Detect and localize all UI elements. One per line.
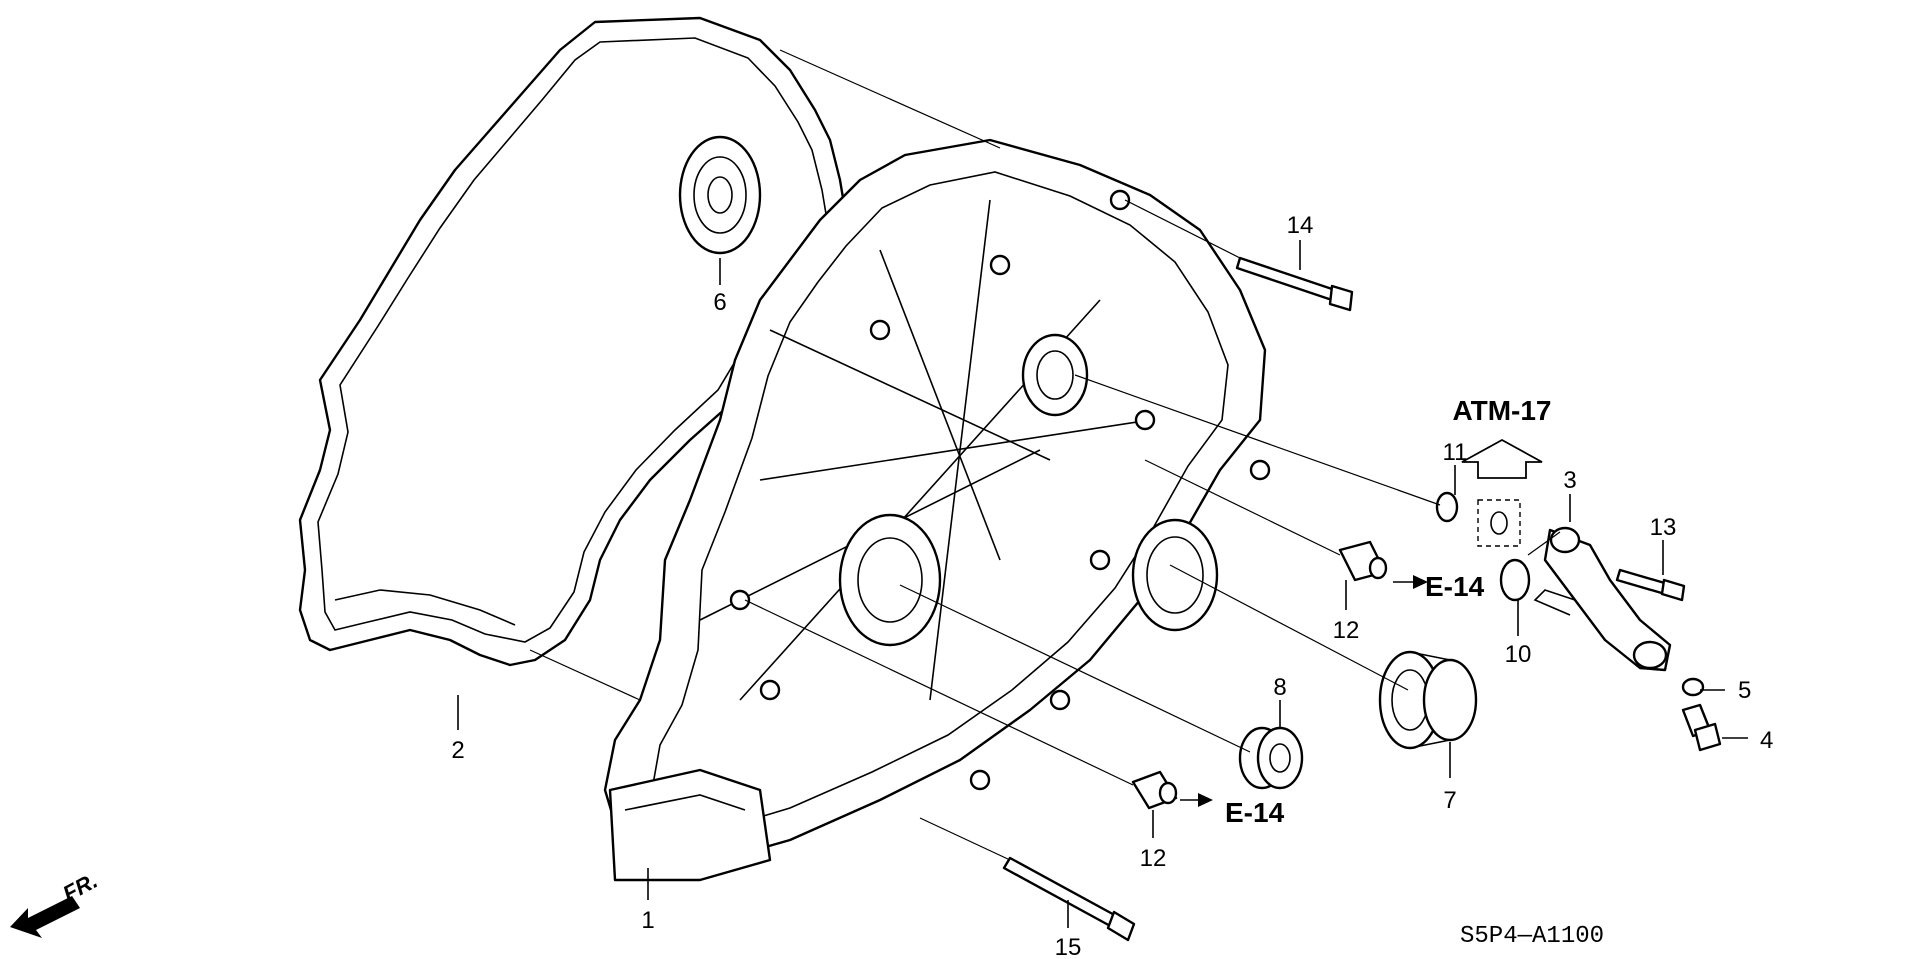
e14-lower-reference[interactable]: E-14 [1225,797,1285,828]
callout-6: 6 [713,289,726,316]
e14-upper-arrow-icon [1393,575,1428,589]
bolt-14-part [1235,256,1354,312]
callout-7: 7 [1443,787,1456,814]
callout-2: 2 [451,737,464,764]
e14-upper-reference[interactable]: E-14 [1425,571,1485,602]
callout-10: 10 [1505,641,1532,668]
bolt-15-part [1002,856,1136,942]
dowel-pin-lower-part [1131,770,1178,810]
e14-lower-arrow-icon [1180,793,1213,807]
callout-ticks [457,240,1748,928]
callout-11: 11 [1443,439,1468,466]
dowel-pin-upper-part [1338,540,1388,582]
callout-4: 4 [1760,727,1773,754]
o-ring-11-part [1435,491,1459,523]
callout-15: 15 [1055,934,1082,959]
atm-17-reference[interactable]: ATM-17 [1452,395,1551,426]
callout-3: 3 [1563,467,1576,494]
diagram-code: S5P4—A1100 [1460,923,1604,950]
up-arrow-icon [1461,438,1543,479]
flywheel-housing-part [603,138,1271,882]
front-direction-arrow-icon [10,896,80,938]
callout-1: 1 [641,907,654,934]
bearing-8-part [1238,726,1304,790]
plug-4-part [1681,703,1722,752]
washer-5-part [1681,677,1705,697]
callout-14: 14 [1287,212,1314,239]
callout-13: 13 [1650,514,1677,541]
callout-5: 5 [1738,677,1751,704]
callout-12-lower: 12 [1140,845,1167,872]
bolt-13-part [1615,568,1686,602]
leader-lines [529,49,1561,861]
bearing-6-part [678,135,762,255]
oil-seal-7-part [1378,650,1478,750]
dashed-seal-box [1477,499,1521,547]
o-ring-10-part [1499,558,1531,602]
shift-lever-3-part [1533,526,1672,672]
callout-8: 8 [1273,674,1286,701]
callout-12-upper: 12 [1333,617,1360,644]
